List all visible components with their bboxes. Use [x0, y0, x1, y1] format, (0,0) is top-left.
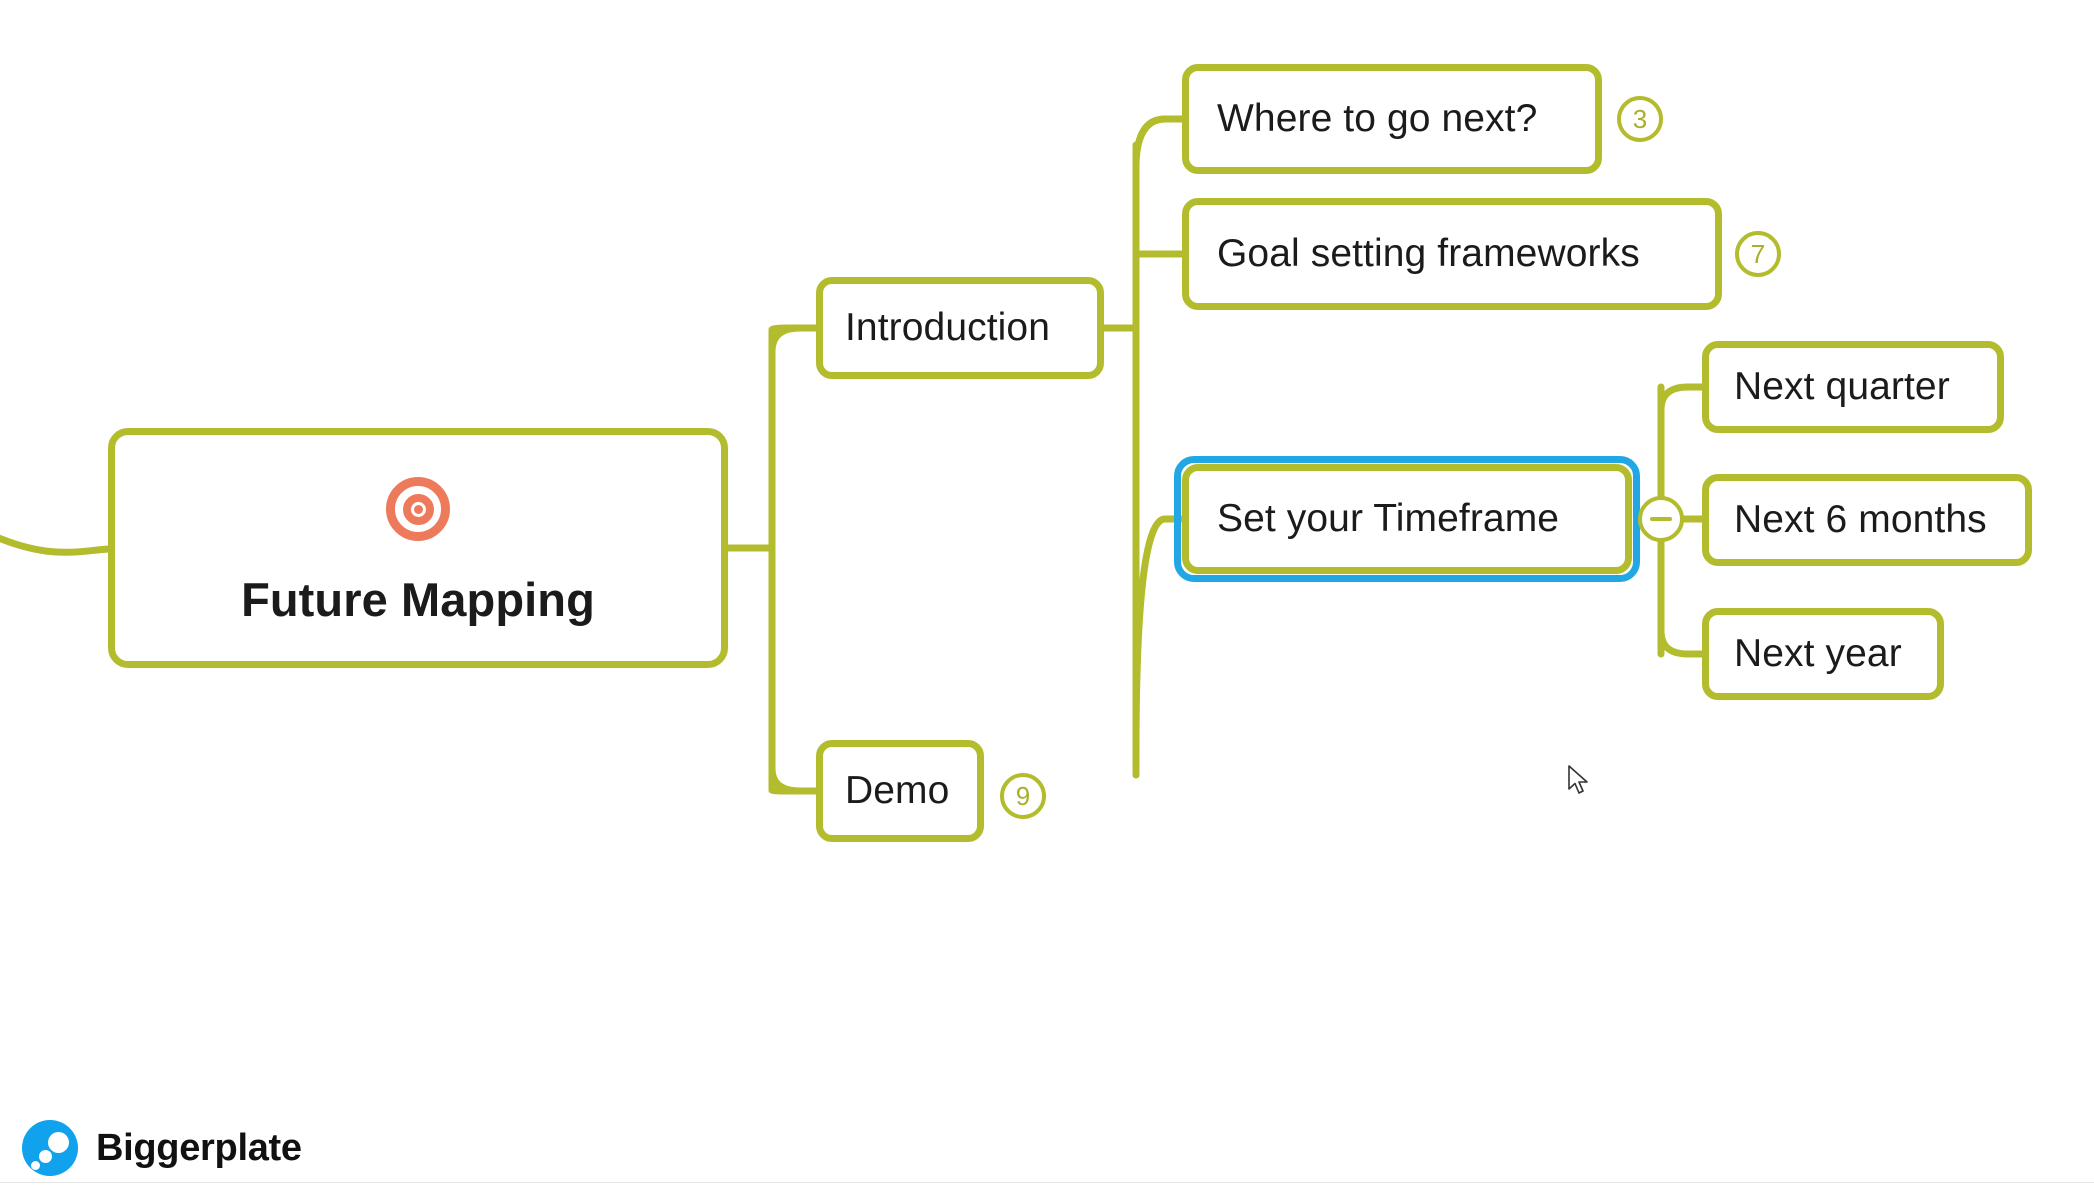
node-label-demo: Demo — [845, 768, 950, 812]
node-demo[interactable]: Demo — [816, 740, 984, 842]
bottom-divider — [0, 1182, 2094, 1183]
node-goal-setting-frameworks[interactable]: Goal setting frameworks — [1182, 198, 1722, 310]
node-label-set-your-timeframe: Set your Timeframe — [1217, 496, 1560, 540]
node-set-your-timeframe[interactable]: Set your Timeframe — [1182, 464, 1632, 574]
node-next-year[interactable]: Next year — [1702, 608, 1944, 700]
node-label-next-quarter: Next quarter — [1734, 364, 1950, 408]
horizontal-scrollbar-track[interactable] — [0, 1183, 2094, 1193]
mouse-cursor-icon — [1568, 765, 1588, 794]
root-node-future-mapping[interactable]: Future Mapping — [108, 428, 728, 668]
node-label-next-year: Next year — [1734, 631, 1902, 675]
node-introduction[interactable]: Introduction — [816, 277, 1104, 379]
node-label-next-6-months: Next 6 months — [1734, 497, 1987, 541]
collapse-toggle-minus-icon[interactable] — [1638, 496, 1684, 542]
brand-name: Biggerplate — [96, 1126, 302, 1169]
node-where-to-go-next[interactable]: Where to go next? — [1182, 64, 1602, 174]
child-count-badge-where-to-go-next[interactable]: 3 — [1617, 96, 1663, 142]
target-icon — [386, 477, 450, 542]
child-count-badge-goal-setting-frameworks[interactable]: 7 — [1735, 231, 1781, 277]
brand-logo: Biggerplate — [22, 1120, 302, 1176]
node-label-introduction: Introduction — [845, 305, 1050, 349]
node-next-6-months[interactable]: Next 6 months — [1702, 474, 2032, 566]
biggerplate-logo-icon — [22, 1120, 78, 1176]
child-count-badge-demo[interactable]: 9 — [1000, 773, 1046, 819]
node-next-quarter[interactable]: Next quarter — [1702, 341, 2004, 433]
minus-icon — [1650, 517, 1672, 521]
node-label-goal-setting-frameworks: Goal setting frameworks — [1217, 231, 1640, 275]
root-node-label: Future Mapping — [241, 573, 595, 627]
node-label-where-to-go-next: Where to go next? — [1217, 96, 1538, 140]
